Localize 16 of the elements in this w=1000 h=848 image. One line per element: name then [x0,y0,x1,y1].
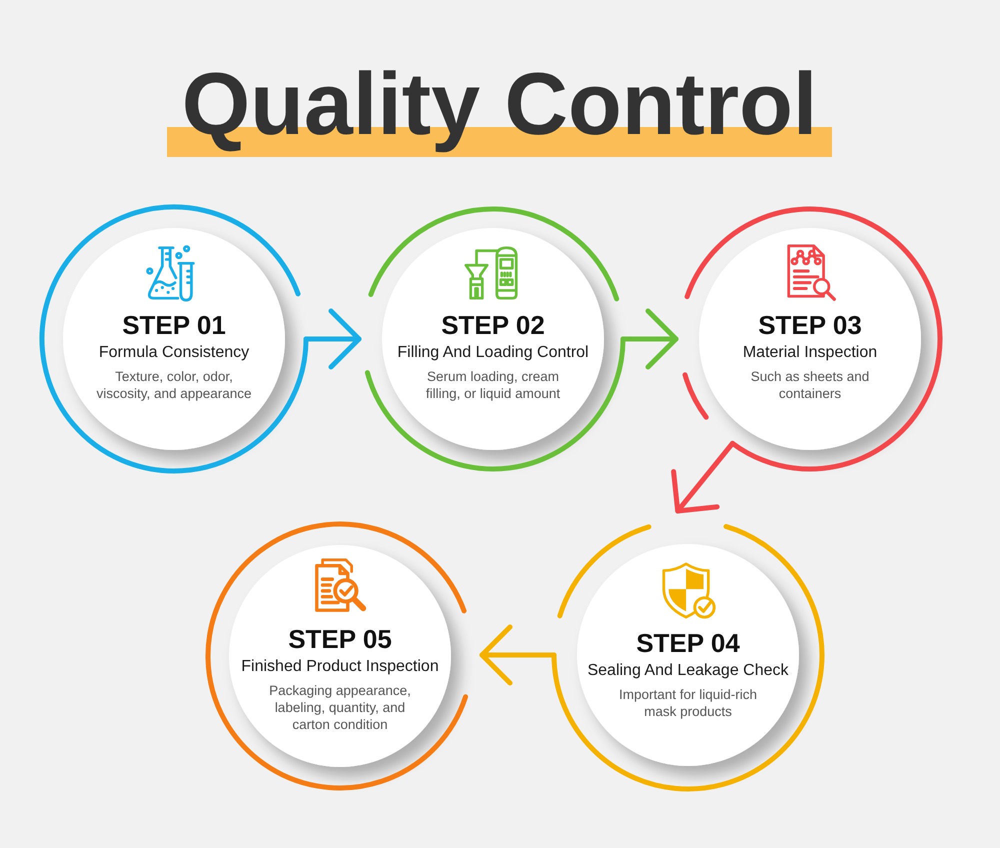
step-title: Formula Consistency [98,343,250,363]
step-description: Texture, color, odor, viscosity, and appearance [95,368,253,402]
step-title: Material Inspection [742,343,878,363]
step-number: STEP 01 [122,310,226,340]
step-number: STEP 05 [288,624,392,654]
step-title: Filling And Loading Control [397,343,589,363]
arrow [671,440,735,514]
step-number: STEP 04 [636,628,740,658]
step-description: Important for liquid-rich mask products [618,686,758,720]
step-number: STEP 02 [441,310,545,340]
step-description: Such as sheets and containers [750,368,870,402]
step-description: Packaging appearance, labeling, quantity, and carton condition [268,682,412,733]
step-title: Sealing And Leakage Check [587,661,789,681]
step-title: Finished Product Inspection [241,657,439,677]
step-number: STEP 03 [758,310,862,340]
step-description: Serum loading, cream filling, or liquid amount [424,368,562,402]
